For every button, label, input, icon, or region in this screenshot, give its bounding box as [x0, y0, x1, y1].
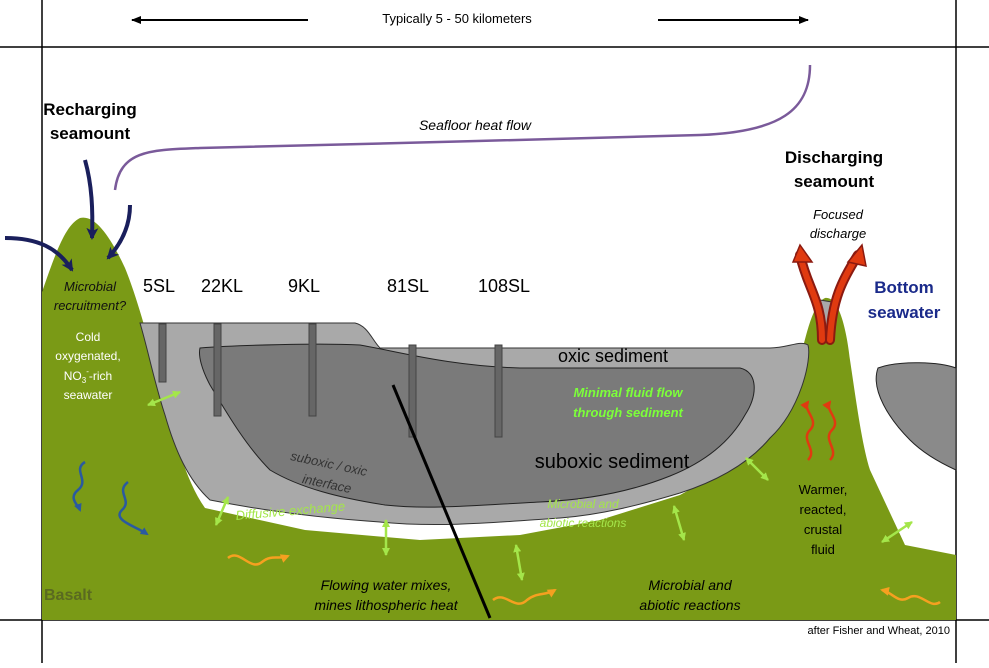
label-focused-discharge: Focused discharge	[810, 207, 866, 241]
label-microbial-abiotic-inner: Microbial and abiotic reactions	[540, 497, 627, 530]
svg-text:Cold: Cold	[76, 330, 101, 344]
svg-text:crustal: crustal	[804, 522, 842, 537]
svg-text:mines lithospheric heat: mines lithospheric heat	[314, 597, 458, 613]
svg-text:Recharging: Recharging	[43, 100, 137, 119]
label-flowing-water: Flowing water mixes, mines lithospheric …	[314, 577, 458, 613]
label-oxic-sediment: oxic sediment	[558, 346, 668, 366]
lateral-flow-arrows	[227, 554, 941, 606]
svg-text:fluid: fluid	[811, 542, 835, 557]
core-tubes	[158, 323, 503, 438]
core-5SL	[158, 323, 167, 383]
discharge-arrows	[791, 243, 867, 345]
credit-line: after Fisher and Wheat, 2010	[808, 625, 950, 637]
core-labels: 5SL 22KL 9KL 81SL 108SL	[143, 276, 530, 296]
label-microbial-abiotic-bottom: Microbial and abiotic reactions	[639, 577, 740, 613]
svg-text:Discharging: Discharging	[785, 148, 883, 167]
core-9KL	[308, 323, 317, 417]
heat-flow-curve	[113, 64, 812, 191]
svg-text:abiotic reactions: abiotic reactions	[540, 516, 627, 530]
label-warmer-fluid: Warmer, reacted, crustal fluid	[799, 482, 848, 557]
basalt-layer	[42, 217, 956, 620]
core-label-22KL: 22KL	[201, 276, 243, 296]
svg-text:Microbial and: Microbial and	[547, 497, 619, 511]
core-label-5SL: 5SL	[143, 276, 175, 296]
label-bottom-seawater: Bottom seawater	[868, 278, 941, 322]
svg-text:seamount: seamount	[50, 124, 131, 143]
svg-text:Microbial and: Microbial and	[648, 577, 732, 593]
svg-text:recruitment?: recruitment?	[54, 298, 127, 313]
core-label-108SL: 108SL	[478, 276, 530, 296]
svg-text:Focused: Focused	[813, 207, 864, 222]
label-minimal-fluid-flow: Minimal fluid flow through sediment	[573, 385, 683, 420]
label-suboxic-sediment: suboxic sediment	[535, 451, 690, 473]
svg-text:seawater: seawater	[868, 303, 941, 322]
cold-downflow-arrows	[72, 460, 149, 536]
exchange-arrows	[147, 390, 913, 581]
svg-text:discharge: discharge	[810, 226, 866, 241]
recharge-arrows	[4, 159, 132, 272]
label-cold-seawater: Cold oxygenated, NO3--rich seawater	[55, 330, 120, 402]
svg-text:Microbial: Microbial	[64, 279, 117, 294]
svg-text:seamount: seamount	[794, 172, 875, 191]
core-108SL	[494, 344, 503, 438]
label-microbial-recruitment: Microbial recruitment?	[54, 279, 127, 313]
svg-text:Minimal fluid flow: Minimal fluid flow	[573, 385, 683, 400]
core-label-9KL: 9KL	[288, 276, 320, 296]
svg-text:seawater: seawater	[64, 388, 113, 402]
core-label-81SL: 81SL	[387, 276, 429, 296]
svg-text:reacted,: reacted,	[800, 502, 847, 517]
fault-line	[391, 384, 492, 619]
warm-upflow-arrows	[800, 400, 837, 461]
svg-text:Bottom: Bottom	[874, 278, 933, 297]
label-seafloor-heat-flow: Seafloor heat flow	[419, 117, 532, 133]
label-discharging-seamount: Discharging seamount	[785, 148, 883, 191]
suboxic-sediment	[199, 343, 755, 508]
svg-text:Warmer,: Warmer,	[799, 482, 848, 497]
scale-label: Typically 5 - 50 kilometers	[382, 11, 532, 26]
label-basalt: Basalt	[44, 587, 93, 604]
svg-text:Flowing water mixes,: Flowing water mixes,	[321, 577, 452, 593]
scale-bar: Typically 5 - 50 kilometers	[131, 11, 809, 26]
label-recharging-seamount: Recharging seamount	[43, 100, 137, 143]
svg-text:through sediment: through sediment	[573, 405, 683, 420]
svg-text:oxygenated,: oxygenated,	[55, 349, 120, 363]
svg-text:abiotic reactions: abiotic reactions	[639, 597, 740, 613]
core-22KL	[213, 323, 222, 417]
svg-text:NO3--rich: NO3--rich	[64, 367, 112, 385]
right-sediment-lens	[875, 362, 957, 471]
core-81SL	[408, 344, 417, 438]
